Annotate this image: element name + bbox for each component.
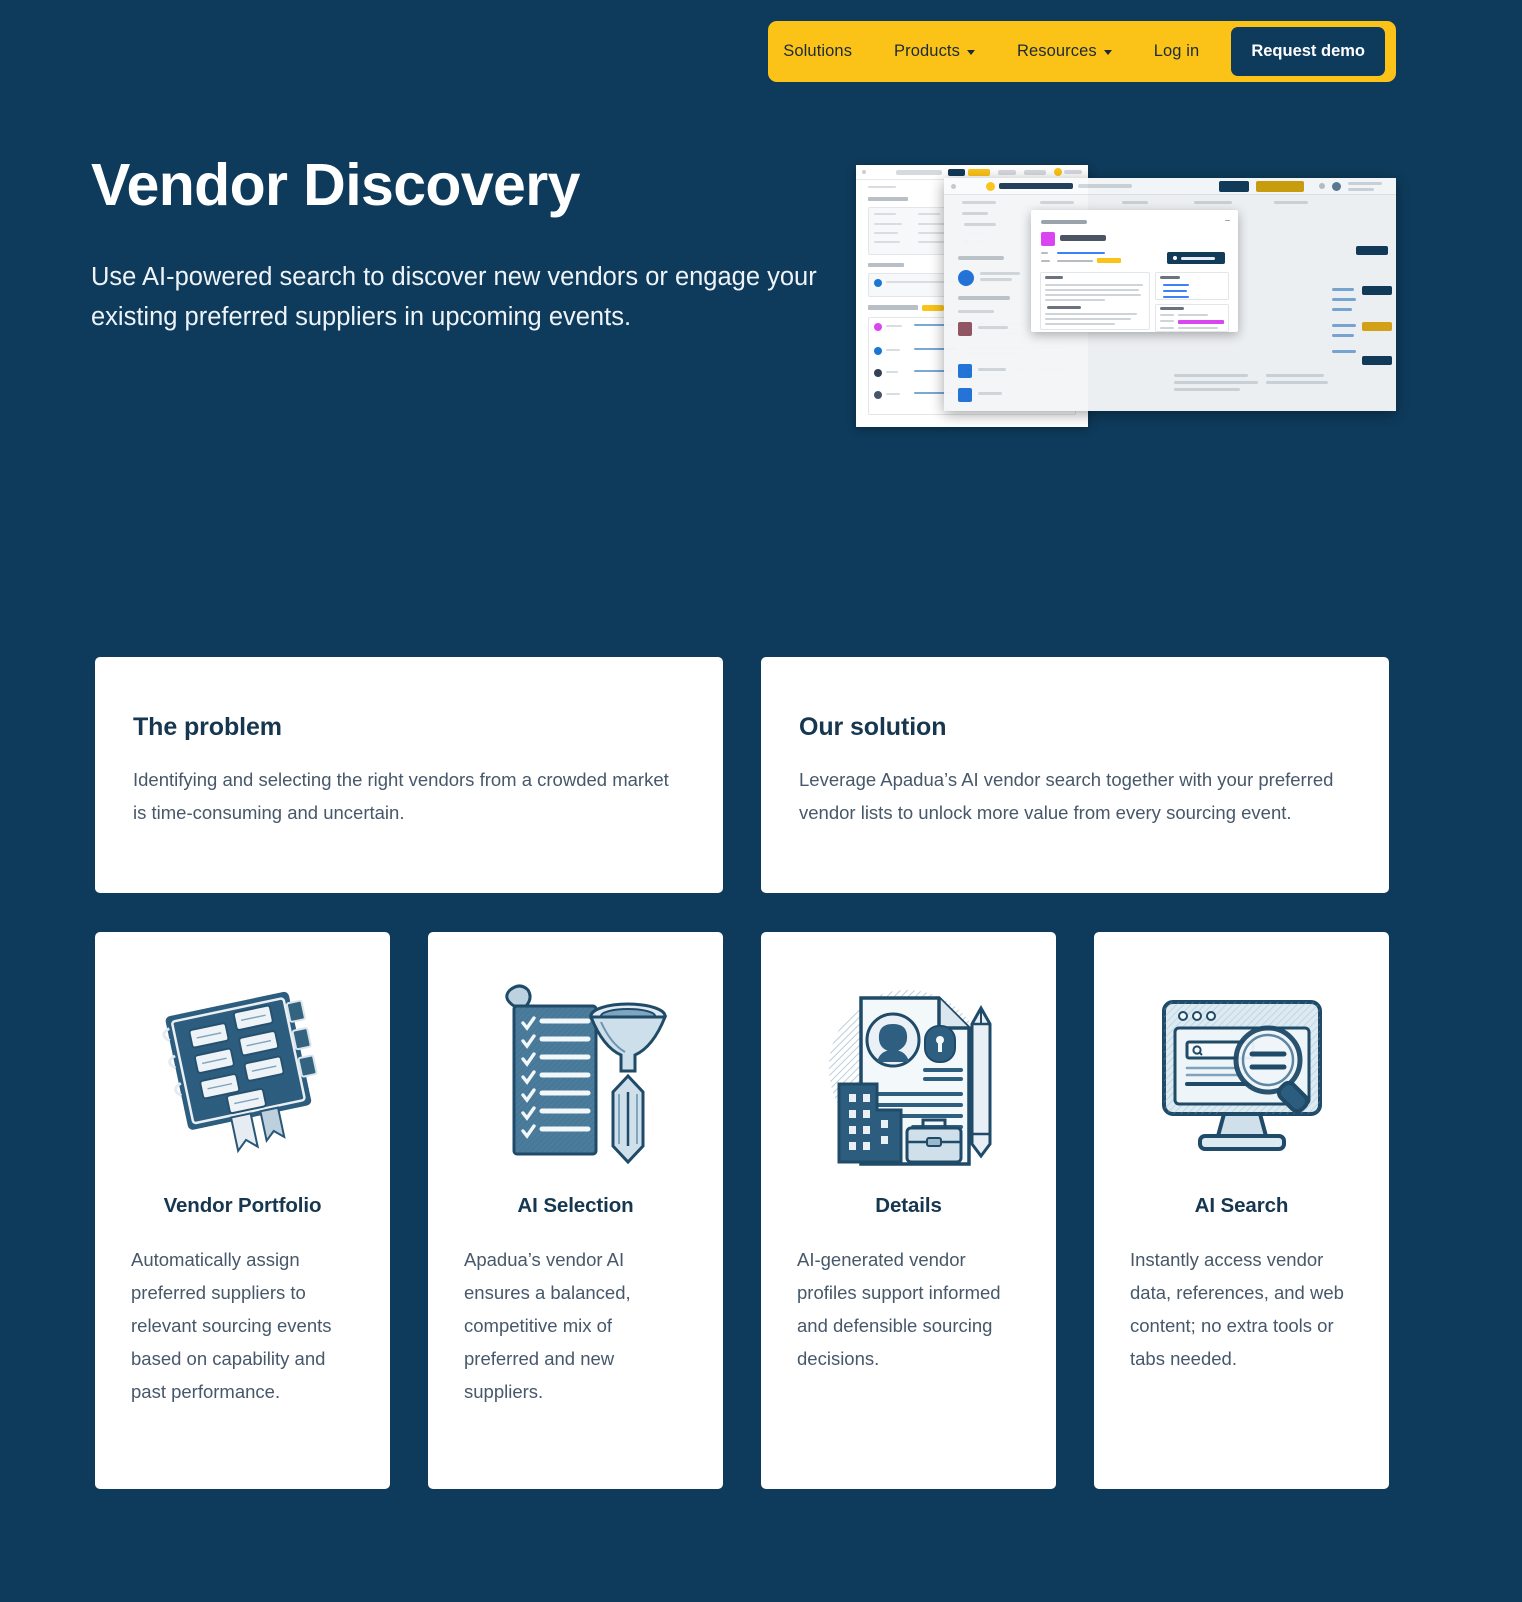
nav-item-label: Products <box>894 42 960 60</box>
card-body: Leverage Apadua’s AI vendor search toget… <box>799 769 1334 823</box>
card-the-problem: The problem Identifying and selecting th… <box>95 657 723 893</box>
nav-item-solutions[interactable]: Solutions <box>762 34 873 69</box>
product-screenshot-mockup <box>856 160 1396 430</box>
monitor-search-icon <box>1142 968 1342 1168</box>
card-title: Our solution <box>799 713 947 741</box>
checklist-funnel-pencil-icon <box>476 968 676 1168</box>
feature-card-vendor-portfolio: Vendor Portfolio Automatically assign pr… <box>95 932 390 1489</box>
hero-subtitle: Use AI-powered search to discover new ve… <box>91 263 817 331</box>
notebook-tabs-icon <box>143 968 343 1168</box>
feature-card-title: Vendor Portfolio <box>163 1194 322 1217</box>
nav-item-resources[interactable]: Resources <box>996 34 1133 69</box>
nav-item-label: Log in <box>1153 42 1200 60</box>
request-demo-button[interactable]: Request demo <box>1231 27 1385 76</box>
profile-document-icon <box>809 968 1009 1168</box>
feature-card-details: Details AI-generated vendor profiles sup… <box>761 932 1056 1489</box>
main-navigation: Solutions Products Resources Log in Requ… <box>768 21 1396 82</box>
problem-solution-cards: The problem Identifying and selecting th… <box>95 657 1389 893</box>
feature-card-ai-search: AI Search Instantly access vendor data, … <box>1094 932 1389 1489</box>
feature-card-body: Instantly access vendor data, references… <box>1130 1249 1344 1369</box>
chevron-down-icon <box>1103 50 1112 55</box>
feature-card-ai-selection: AI Selection Apadua’s vendor AI ensures … <box>428 932 723 1489</box>
feature-card-body: AI-generated vendor profiles support inf… <box>797 1249 1001 1369</box>
nav-item-login[interactable]: Log in <box>1133 34 1221 69</box>
feature-card-title: AI Selection <box>517 1194 634 1217</box>
nav-item-products[interactable]: Products <box>873 34 996 69</box>
feature-card-title: AI Search <box>1194 1194 1289 1217</box>
feature-card-title: Details <box>875 1194 942 1217</box>
feature-card-body: Apadua’s vendor AI ensures a balanced, c… <box>464 1249 631 1402</box>
mockup-window-modal <box>1031 210 1238 332</box>
nav-item-label: Resources <box>1016 42 1097 60</box>
card-title: The problem <box>133 713 282 741</box>
card-our-solution: Our solution Leverage Apadua’s AI vendor… <box>761 657 1389 893</box>
card-body: Identifying and selecting the right vend… <box>133 769 669 823</box>
nav-item-label: Solutions <box>783 42 853 60</box>
feature-cards: Vendor Portfolio Automatically assign pr… <box>95 932 1389 1489</box>
feature-card-body: Automatically assign preferred suppliers… <box>131 1249 332 1402</box>
page-title: Vendor Discovery <box>91 152 580 218</box>
chevron-down-icon <box>966 50 975 55</box>
